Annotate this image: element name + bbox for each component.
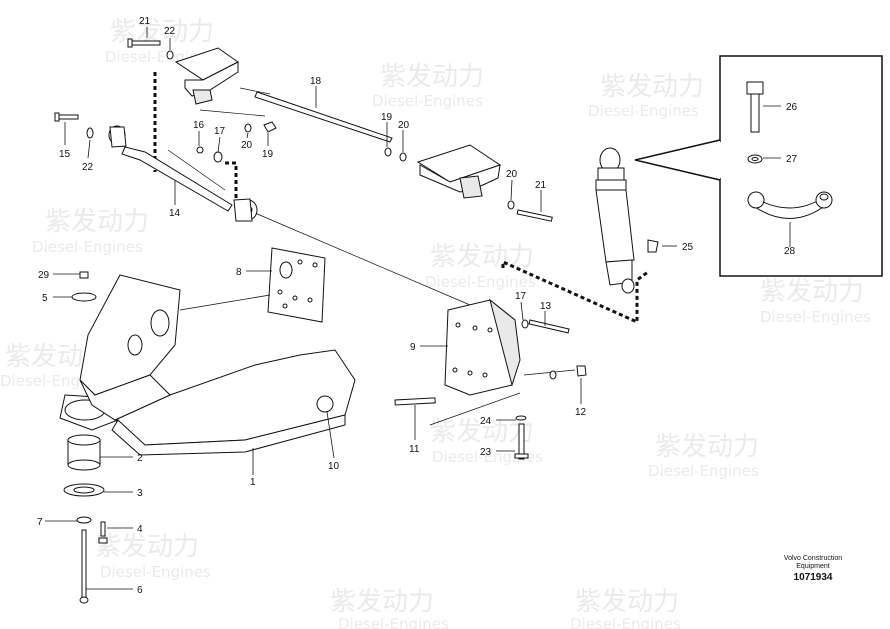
watermark-sub: Diesel-Engines: [32, 238, 143, 256]
watermark: 紫发动力 Diesel-Engines: [760, 277, 871, 326]
dashed-alignment-lines: [153, 72, 649, 325]
watermark-sub: Diesel-Engines: [570, 615, 681, 629]
watermark: 紫发动力 Diesel-Engines: [648, 432, 759, 480]
watermark-brand: 紫发动力: [110, 17, 214, 47]
watermark-sub: Diesel-Engines: [588, 102, 699, 120]
watermark-sub: Diesel-Engines: [760, 308, 871, 326]
callout-7: 7: [37, 517, 43, 528]
bolt-shank-26: [750, 93, 760, 133]
callout-20: 20: [506, 169, 518, 180]
callout-20: 20: [241, 140, 253, 151]
dashed-line-shock: [501, 259, 649, 325]
watermark-brand: 紫发动力: [655, 432, 759, 462]
company-name-line2: Equipment: [796, 563, 830, 570]
callout-23: 23: [480, 447, 492, 458]
callout-9: 9: [410, 342, 416, 353]
footer-block: Volvo Construction Equipment 1071934: [784, 555, 842, 583]
watermark: 紫发动力 Diesel-Engines: [330, 587, 449, 629]
callout-2: 2: [137, 453, 143, 464]
drawing-number: 1071934: [794, 572, 833, 583]
callout-29: 29: [38, 270, 50, 281]
callout-labels: 21 22 18 16 17 20 19 19 20 15 22 14 20 2…: [37, 16, 798, 596]
callout-22: 22: [82, 162, 94, 173]
watermark-brand: 紫发动力: [380, 62, 484, 92]
inset-frame: [719, 55, 883, 277]
callout-8: 8: [236, 267, 242, 278]
callout-11: 11: [409, 444, 420, 455]
callout-3: 3: [137, 488, 143, 499]
watermark-sub: Diesel-Engines: [648, 462, 759, 480]
watermark: 紫发动力 Diesel-Engines: [32, 207, 149, 256]
watermark: 紫发动力 Diesel-Engines: [570, 587, 681, 629]
watermark-brand: 紫发动力: [430, 242, 534, 272]
callout-24: 24: [480, 416, 492, 427]
watermark-brand: 紫发动力: [600, 72, 704, 102]
watermark-sub: Diesel-Engines: [338, 615, 449, 629]
plate-8: [267, 247, 326, 323]
callout-6: 6: [137, 585, 143, 596]
axis-lines: [167, 109, 576, 426]
callout-1: 1: [250, 477, 256, 488]
callout-4: 4: [137, 524, 143, 535]
leader-lines: [45, 27, 791, 590]
tie-rod-18: [254, 91, 393, 143]
callout-21: 21: [139, 16, 151, 27]
upper-bracket-right: [416, 144, 502, 199]
watermark-sub: Diesel-Engines: [432, 448, 543, 466]
callout-21: 21: [535, 180, 547, 191]
watermark-brand: 紫发动力: [430, 417, 534, 447]
callout-22: 22: [164, 26, 176, 37]
watermark-brand: 紫发动力: [45, 207, 149, 237]
watermark-brand: 紫发动力: [760, 277, 864, 307]
upper-bracket-left: [174, 47, 271, 105]
bracket-9: [444, 298, 521, 396]
watermark-layer: 紫发动力 Diesel-Engines 紫发动力 Diesel-Engines …: [0, 17, 871, 629]
rod-11: [394, 397, 436, 406]
watermark: 紫发动力 Diesel-Engines: [372, 62, 484, 110]
callout-12: 12: [575, 407, 587, 418]
watermark-sub: Diesel-Engines: [372, 92, 483, 110]
callout-5: 5: [42, 293, 48, 304]
inset-pointer: [634, 139, 721, 181]
watermark: 紫发动力 Diesel-Engines: [588, 72, 704, 120]
callout-16: 16: [193, 120, 205, 131]
watermark-sub: Diesel-Engines: [425, 273, 536, 291]
callout-13: 13: [540, 301, 552, 312]
callout-26: 26: [786, 102, 798, 113]
company-name-line1: Volvo Construction: [784, 555, 842, 562]
fasteners-top-left: [54, 38, 553, 222]
main-frame: [59, 274, 356, 456]
callout-19: 19: [381, 112, 393, 123]
callout-20: 20: [398, 120, 410, 131]
watermark: 紫发动力 Diesel-Engines: [430, 417, 543, 466]
shock-absorber: [595, 147, 659, 294]
callout-17: 17: [214, 126, 226, 137]
callout-28: 28: [784, 246, 796, 257]
dashed-line-upper: [225, 161, 238, 200]
rod-14: [108, 125, 258, 222]
watermark-brand: 紫发动力: [330, 587, 434, 617]
callout-18: 18: [310, 76, 322, 87]
watermark: 紫发动力 Diesel-Engines: [95, 532, 211, 581]
bolt-head-26: [746, 81, 764, 95]
callout-15: 15: [59, 149, 71, 160]
callout-14: 14: [169, 208, 181, 219]
watermark-brand: 紫发动力: [575, 587, 679, 617]
watermark-brand: 紫发动力: [95, 532, 199, 562]
callout-19: 19: [262, 149, 274, 160]
callout-25: 25: [682, 242, 694, 253]
inset-detail: [634, 55, 883, 277]
callout-17: 17: [515, 291, 527, 302]
fasteners-bracket: [514, 319, 587, 460]
left-stack: [63, 271, 108, 604]
callout-27: 27: [786, 154, 798, 165]
watermark: 紫发动力 Diesel-Engines: [425, 242, 536, 291]
callout-10: 10: [328, 461, 340, 472]
watermark-sub: Diesel-Engines: [100, 563, 211, 581]
